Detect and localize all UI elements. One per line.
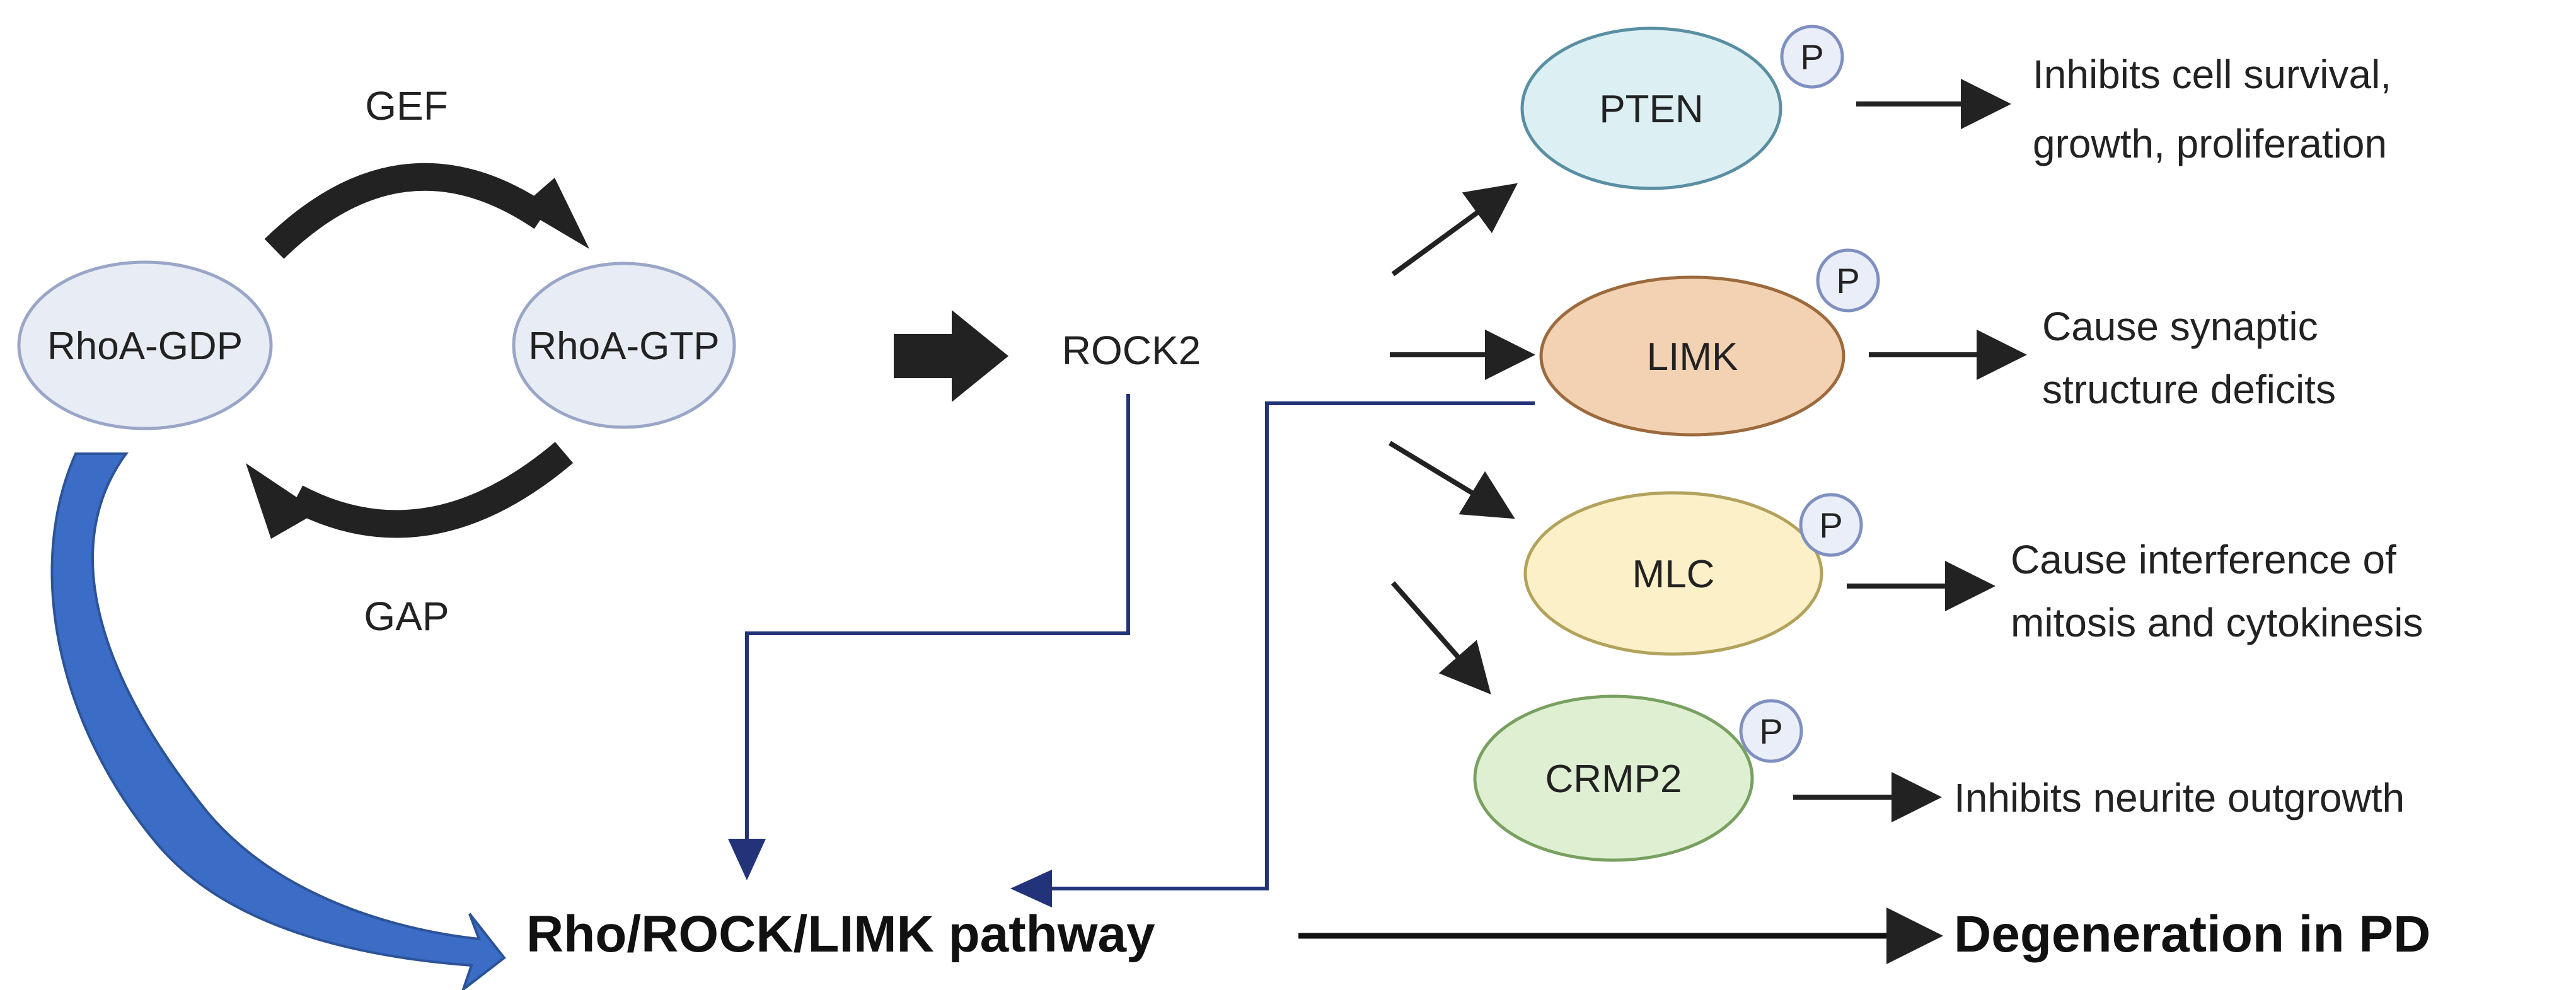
blue-curved-arrow	[50, 452, 506, 990]
gef-label: GEF	[365, 83, 448, 129]
mlc-phospho-badge: P	[1799, 493, 1863, 557]
limk-ellipse	[1539, 275, 1845, 437]
pten-outcome-line-1: Inhibits cell survival,	[2033, 52, 2391, 97]
crmp2-outcome-line-1: Inhibits neurite outgrowth	[1954, 775, 2405, 820]
pten-label: PTEN	[1599, 88, 1703, 131]
rhoa-gdp-label: RhoA-GDP	[47, 325, 243, 368]
mlc-outcome-line-1: Cause interference of	[2011, 537, 2396, 582]
limk-label: LIMK	[1647, 335, 1738, 379]
svg-text:P: P	[1836, 261, 1859, 301]
rock2-to-crmp2-arrow	[1390, 581, 1491, 695]
gef-arrowhead	[520, 178, 589, 249]
pathway-label: Rho/ROCK/LIMK pathway	[526, 906, 1155, 963]
pten-outcome-line-2: growth, proliferation	[2033, 121, 2387, 166]
mlc-ellipse	[1523, 491, 1823, 656]
rock2-to-pten-arrow	[1391, 183, 1518, 277]
mlc-node: MLC	[1523, 491, 1823, 656]
crmp2-ellipse	[1473, 694, 1754, 862]
limk-node: LIMK	[1539, 275, 1845, 437]
svg-text:P: P	[1759, 711, 1782, 751]
gap-label: GAP	[364, 594, 449, 639]
mlc-outcome-line-2: mitosis and cytokinesis	[2011, 600, 2423, 645]
degeneration-label: Degeneration in PD	[1954, 906, 2430, 963]
activation-block-arrow	[894, 310, 1008, 402]
limk-phospho-badge: P	[1816, 248, 1880, 313]
limk-to-pathway-line	[1010, 401, 1535, 907]
crmp2-phospho-badge: P	[1739, 699, 1803, 763]
gef-curved-arrow	[264, 163, 550, 259]
rock2-to-mlc-arrow	[1388, 440, 1515, 519]
mlc-label: MLC	[1632, 553, 1715, 596]
rhoa-gtp-node: RhoA-GTP	[512, 262, 736, 429]
svg-text:P: P	[1819, 505, 1842, 545]
rhoa-gdp-node: RhoA-GDP	[17, 260, 273, 430]
pten-ellipse	[1520, 26, 1782, 190]
rock2-to-pathway-line	[728, 394, 1130, 880]
gap-arrowhead	[246, 463, 318, 539]
crmp2-node: CRMP2	[1473, 694, 1754, 862]
rhoa-gtp-label: RhoA-GTP	[528, 325, 719, 368]
crmp2-label: CRMP2	[1545, 757, 1682, 801]
gap-curved-arrow	[289, 442, 574, 538]
pten-node: PTEN	[1520, 26, 1782, 190]
svg-text:P: P	[1800, 37, 1823, 77]
limk-outcome-line-1: Cause synaptic	[2042, 304, 2318, 349]
limk-outcome-line-2: structure deficits	[2042, 367, 2336, 412]
rock2-label: ROCK2	[1062, 328, 1201, 373]
pten-phospho-badge: P	[1780, 25, 1844, 89]
